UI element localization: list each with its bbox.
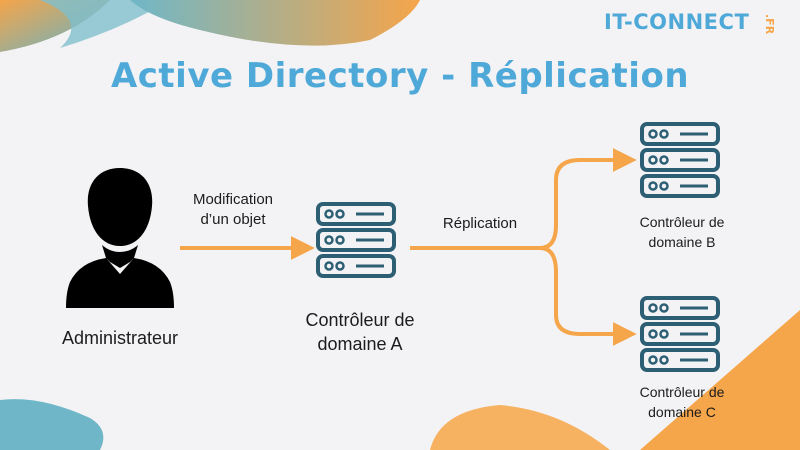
server-icon-dc-c — [640, 296, 720, 372]
blob-top-center — [130, 0, 420, 46]
server-icon-dc-b — [640, 122, 720, 198]
edge-replication-b — [539, 148, 637, 250]
edge-modification-label: Modification d’un objet — [168, 190, 298, 230]
dc-c-label: Contrôleur de domaine C — [612, 382, 752, 422]
dc-b-label-line1: Contrôleur de — [639, 214, 725, 230]
brand-logo: IT-CONNECT — [604, 10, 750, 34]
server-icon-dc-a — [316, 202, 396, 278]
blob-bottom-right — [640, 310, 800, 450]
user-icon — [66, 168, 174, 308]
blob-bottom-center — [430, 405, 610, 450]
edge-replication-c — [539, 246, 637, 346]
page-title: Active Directory - Réplication — [110, 56, 690, 96]
admin-label: Administrateur — [61, 328, 179, 348]
blob-top-left-2 — [40, 0, 170, 48]
dc-a-label-line2: domaine A — [317, 334, 403, 354]
dc-b-label: Contrôleur de domaine B — [612, 212, 752, 252]
edge-modification-line2: d’un objet — [200, 211, 266, 228]
dc-b-label-line2: domaine B — [648, 234, 716, 250]
blob-bottom-left — [0, 399, 104, 450]
dc-c-label-line2: domaine C — [648, 404, 716, 420]
dc-a-label-line1: Contrôleur de — [305, 310, 415, 330]
dc-a-label: Contrôleur de domaine A — [280, 308, 440, 356]
edge-modification-line1: Modification — [192, 191, 274, 208]
edge-replication-label: Réplication — [442, 215, 518, 232]
dc-c-label-line1: Contrôleur de — [639, 384, 725, 400]
